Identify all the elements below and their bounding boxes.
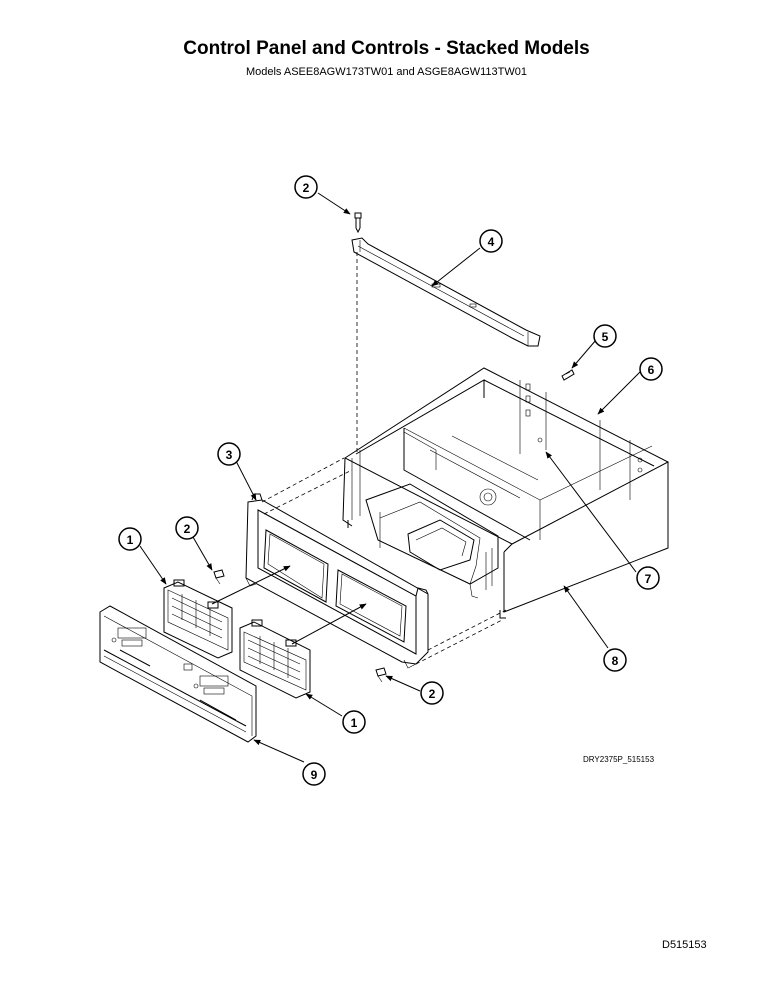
callout-2-left: 2 bbox=[175, 516, 199, 540]
svg-text:8: 8 bbox=[612, 654, 619, 668]
callout-4: 4 bbox=[479, 229, 503, 253]
bracket-part-4 bbox=[351, 237, 541, 347]
document-number: D515153 bbox=[662, 939, 707, 951]
svg-text:4: 4 bbox=[488, 235, 495, 249]
svg-text:5: 5 bbox=[602, 330, 609, 344]
page-subtitle: Models ASEE8AGW173TW01 and ASGE8AGW113TW… bbox=[245, 66, 528, 78]
screw-left bbox=[213, 569, 225, 585]
control-board-right bbox=[239, 619, 311, 699]
callout-2-top: 2 bbox=[294, 175, 318, 199]
svg-text:1: 1 bbox=[351, 716, 358, 730]
screw-part-5 bbox=[561, 369, 575, 381]
cabinet-box bbox=[342, 367, 670, 619]
callout-7: 7 bbox=[636, 566, 660, 590]
callout-1-left: 1 bbox=[118, 527, 142, 551]
callout-5: 5 bbox=[593, 324, 617, 348]
drawing-number: DRY2375P_515153 bbox=[583, 755, 655, 764]
callout-3: 3 bbox=[217, 442, 241, 466]
svg-text:9: 9 bbox=[311, 768, 318, 782]
svg-text:2: 2 bbox=[303, 181, 310, 195]
callout-6: 6 bbox=[639, 357, 663, 381]
console-overlay-part-9 bbox=[99, 605, 257, 743]
control-board-left bbox=[163, 579, 233, 659]
svg-text:7: 7 bbox=[645, 572, 652, 586]
page-title: Control Panel and Controls - Stacked Mod… bbox=[183, 38, 590, 59]
callout-9: 9 bbox=[302, 762, 326, 786]
svg-text:3: 3 bbox=[226, 448, 233, 462]
callout-2-right: 2 bbox=[420, 681, 444, 705]
console-frame-part-3 bbox=[245, 493, 429, 669]
svg-text:2: 2 bbox=[429, 687, 436, 701]
svg-text:1: 1 bbox=[127, 533, 134, 547]
callout-1-right: 1 bbox=[342, 710, 366, 734]
svg-text:2: 2 bbox=[184, 522, 191, 536]
screw-top bbox=[354, 212, 362, 234]
screw-right bbox=[375, 667, 387, 683]
svg-text:6: 6 bbox=[648, 363, 655, 377]
inner-tray bbox=[365, 483, 499, 599]
callout-8: 8 bbox=[603, 648, 627, 672]
